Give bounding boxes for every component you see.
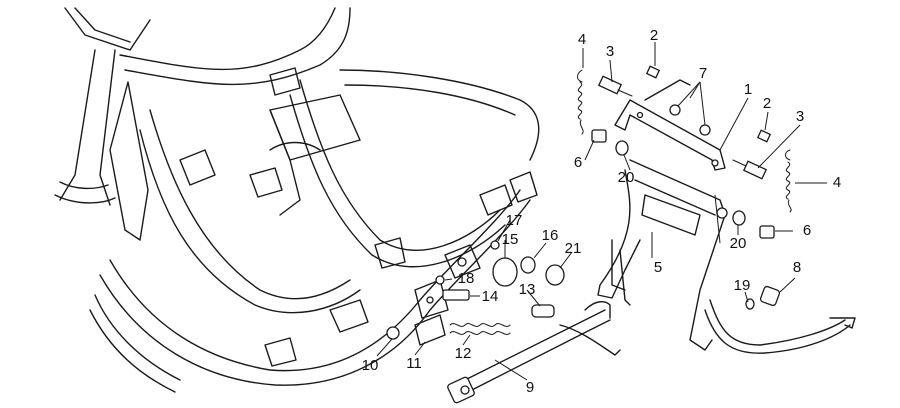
callout-7: 7 — [699, 65, 707, 82]
callout-2-right: 2 — [763, 95, 771, 112]
callout-12: 12 — [455, 345, 472, 362]
callout-labels: 1 2 2 3 3 4 4 5 6 6 7 8 9 10 11 12 13 14… — [362, 27, 842, 396]
rubber-21 — [545, 264, 565, 286]
callout-13: 13 — [519, 281, 536, 298]
callout-4-right: 4 — [833, 174, 841, 191]
center-stand — [597, 159, 856, 354]
pivot-bolt — [442, 289, 470, 301]
washer-16 — [520, 256, 536, 274]
return-spring-left — [577, 69, 584, 135]
nut-a — [669, 104, 681, 116]
leader-lines — [376, 42, 827, 381]
bolt-17 — [490, 240, 500, 250]
pin-left — [597, 75, 623, 95]
callout-4-left: 4 — [578, 31, 586, 48]
return-spring-right — [785, 149, 792, 213]
callout-6-left: 6 — [574, 154, 582, 171]
callout-10: 10 — [362, 357, 379, 374]
side-stand — [447, 301, 621, 404]
bushing-13 — [531, 304, 555, 318]
pin-left-shaft — [617, 89, 633, 97]
rubber-15 — [492, 257, 518, 287]
nut-b — [699, 124, 711, 136]
callout-16: 16 — [542, 227, 559, 244]
callout-5: 5 — [654, 259, 662, 276]
callout-20-left: 20 — [618, 169, 635, 186]
callout-17: 17 — [506, 212, 523, 229]
callout-9: 9 — [526, 379, 534, 396]
callout-11: 11 — [406, 355, 422, 372]
callout-3-left: 3 — [606, 43, 614, 60]
callout-8: 8 — [793, 259, 801, 276]
callout-20-right: 20 — [730, 235, 747, 252]
nut-10 — [386, 326, 400, 340]
callout-3-right: 3 — [796, 108, 804, 125]
callout-14: 14 — [482, 288, 499, 305]
callout-6-right: 6 — [803, 222, 811, 239]
callout-15: 15 — [502, 231, 519, 248]
pin-right-shaft — [732, 159, 747, 167]
callout-2-upper: 2 — [650, 27, 658, 44]
callout-21: 21 — [565, 240, 582, 257]
bolt-18 — [435, 275, 445, 285]
bolt-upper — [645, 65, 661, 79]
spring-plate — [414, 314, 446, 346]
scooter-frame — [54, 7, 540, 393]
callout-1: 1 — [744, 81, 752, 98]
washer-left — [615, 140, 629, 156]
bolt-6-right — [759, 225, 775, 239]
pin-right — [742, 160, 768, 180]
bolt-6-left — [591, 129, 607, 143]
callout-18: 18 — [458, 270, 475, 287]
washer-right — [732, 210, 746, 226]
bolt-right — [756, 129, 772, 143]
side-stand-spring — [449, 323, 511, 335]
rubber-stopper — [759, 285, 781, 307]
stand-bracket — [614, 79, 726, 171]
callout-19: 19 — [734, 277, 751, 294]
